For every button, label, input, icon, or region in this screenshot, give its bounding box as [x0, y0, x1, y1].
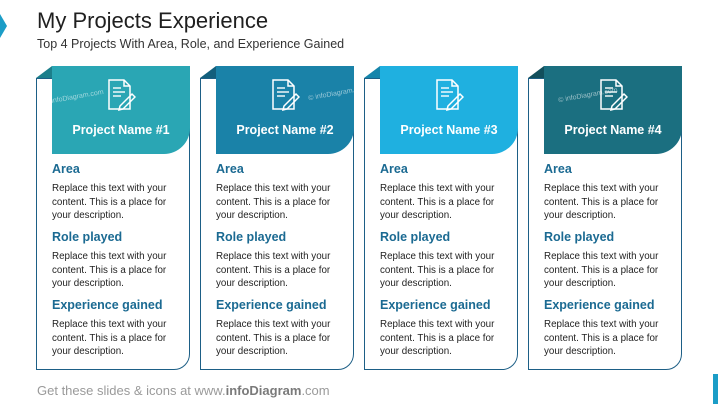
card-body: Area Replace this text with your content… — [52, 162, 182, 366]
role-text: Replace this text with your content. Thi… — [544, 251, 659, 290]
card-header: © infoDiagram.com Project Name #1 — [36, 66, 190, 154]
card-header: © infoDiagram.com Project Name #4 — [528, 66, 682, 154]
experience-heading: Experience gained — [52, 298, 163, 312]
document-pencil-icon — [600, 79, 628, 112]
area-text: Replace this text with your content. Thi… — [216, 183, 331, 222]
card-body: Area Replace this text with your content… — [544, 162, 674, 366]
slide-title: My Projects Experience — [37, 8, 269, 33]
project-card-3: Project Name #3 Area Replace this text w… — [364, 66, 518, 370]
card-header: © infoDiagram.com Project Name #2 — [200, 66, 368, 154]
slide-right-accent-tab — [713, 374, 718, 404]
project-card-4: © infoDiagram.com Project Name #4 Area R… — [528, 66, 682, 370]
footer-brand: infoDiagram — [225, 383, 302, 398]
watermark: © infoDiagram.com — [43, 88, 105, 107]
project-card-1: © infoDiagram.com Project Name #1 Area R… — [36, 66, 190, 370]
area-heading: Area — [216, 162, 244, 176]
role-heading: Role played — [380, 230, 451, 244]
role-text: Replace this text with your content. Thi… — [216, 251, 331, 290]
area-heading: Area — [544, 162, 572, 176]
card-body: Area Replace this text with your content… — [216, 162, 346, 366]
card-body: Area Replace this text with your content… — [380, 162, 510, 366]
experience-heading: Experience gained — [380, 298, 491, 312]
experience-heading: Experience gained — [216, 298, 327, 312]
document-pencil-icon — [272, 79, 300, 112]
role-heading: Role played — [544, 230, 615, 244]
area-text: Replace this text with your content. Thi… — [380, 183, 495, 222]
role-heading: Role played — [52, 230, 123, 244]
document-pencil-icon — [108, 79, 136, 112]
experience-text: Replace this text with your content. Thi… — [52, 319, 167, 358]
header-fold — [36, 66, 52, 78]
area-text: Replace this text with your content. Thi… — [544, 183, 659, 222]
watermark: © infoDiagram.com — [307, 84, 369, 103]
footer-suffix: .com — [301, 383, 330, 398]
slide-subtitle: Top 4 Projects With Area, Role, and Expe… — [37, 37, 345, 51]
experience-text: Replace this text with your content. Thi… — [216, 319, 331, 358]
area-heading: Area — [52, 162, 80, 176]
card-header: Project Name #3 — [364, 66, 518, 154]
header-fold — [364, 66, 380, 78]
area-text: Replace this text with your content. Thi… — [52, 183, 167, 222]
experience-heading: Experience gained — [544, 298, 655, 312]
role-text: Replace this text with your content. Thi… — [380, 251, 495, 290]
area-heading: Area — [380, 162, 408, 176]
project-name: Project Name #4 — [564, 123, 662, 137]
role-heading: Role played — [216, 230, 287, 244]
header-fold — [200, 66, 216, 78]
footer-prefix: Get these slides & icons at www. — [37, 383, 226, 398]
role-text: Replace this text with your content. Thi… — [52, 251, 167, 290]
project-card-2: © infoDiagram.com Project Name #2 Area R… — [200, 66, 368, 370]
project-name: Project Name #3 — [400, 123, 498, 137]
document-pencil-icon — [436, 79, 464, 112]
slide-left-accent-tab — [0, 14, 7, 38]
footer-credit: Get these slides & icons at www.infoDiag… — [37, 383, 330, 398]
header-fold — [528, 66, 544, 78]
project-name: Project Name #2 — [236, 123, 334, 137]
experience-text: Replace this text with your content. Thi… — [544, 319, 659, 358]
project-name: Project Name #1 — [72, 123, 170, 137]
experience-text: Replace this text with your content. Thi… — [380, 319, 495, 358]
